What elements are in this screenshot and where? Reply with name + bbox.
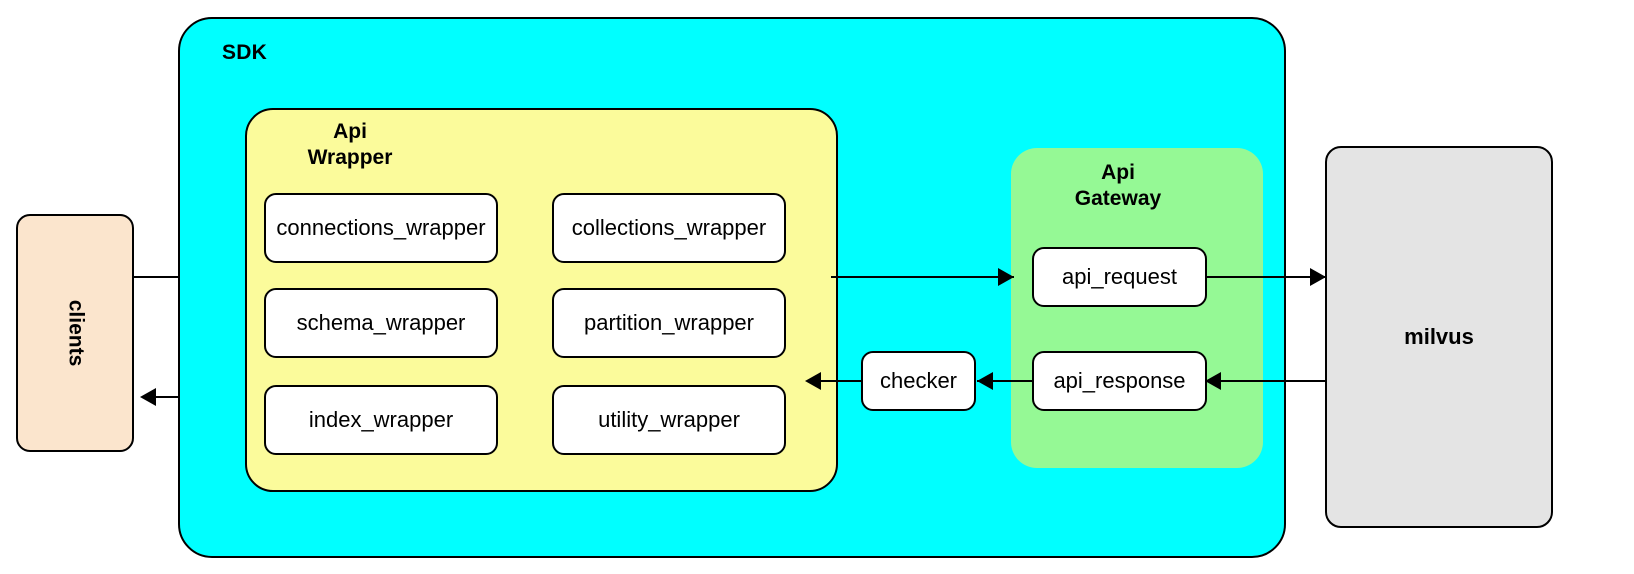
arrowhead-milvus-to-response-icon bbox=[1205, 372, 1221, 390]
edge-clients-to-sdk bbox=[134, 276, 220, 278]
api-request-node[interactable]: api_request bbox=[1032, 247, 1207, 307]
module-label: partition_wrapper bbox=[584, 309, 754, 335]
edge-milvus-to-response bbox=[1205, 380, 1327, 382]
api-gateway-label-line2: Gateway bbox=[1074, 186, 1162, 210]
clients-label: clients bbox=[64, 299, 87, 367]
api-gateway-container[interactable]: Api Gateway bbox=[1011, 148, 1263, 468]
edge-checker-to-wrapper bbox=[821, 380, 863, 382]
module-label: collections_wrapper bbox=[571, 214, 767, 240]
arrowhead-wrapper-to-gateway-icon bbox=[998, 268, 1014, 286]
arrowhead-request-to-milvus-icon bbox=[1310, 268, 1326, 286]
api-gateway-label: Api Gateway bbox=[1023, 160, 1213, 211]
api-response-node[interactable]: api_response bbox=[1032, 351, 1207, 411]
milvus-label: milvus bbox=[1404, 324, 1474, 349]
api-wrapper-label-line1: Api bbox=[333, 120, 367, 143]
module-collections-wrapper[interactable]: collections_wrapper bbox=[552, 193, 786, 263]
edge-request-to-milvus bbox=[1206, 276, 1326, 278]
sdk-label: SDK bbox=[222, 41, 267, 64]
module-index-wrapper[interactable]: index_wrapper bbox=[264, 385, 498, 455]
module-utility-wrapper[interactable]: utility_wrapper bbox=[552, 385, 786, 455]
arrowhead-response-to-checker-icon bbox=[977, 372, 993, 390]
module-connections-wrapper[interactable]: connections_wrapper bbox=[264, 193, 498, 263]
api-gateway-label-line1: Api bbox=[1101, 161, 1135, 184]
checker-node[interactable]: checker bbox=[861, 351, 976, 411]
clients-node[interactable]: clients bbox=[16, 214, 134, 452]
api-response-label: api_response bbox=[1053, 367, 1186, 393]
module-label: utility_wrapper bbox=[598, 406, 740, 432]
api-wrapper-label-line2: Wrapper bbox=[307, 145, 393, 169]
module-label: schema_wrapper bbox=[296, 309, 466, 335]
module-label: index_wrapper bbox=[308, 406, 454, 432]
edge-wrapper-to-gateway bbox=[831, 276, 1014, 278]
checker-label: checker bbox=[879, 367, 958, 393]
api-wrapper-label: Api Wrapper bbox=[285, 119, 415, 170]
arrowhead-checker-to-wrapper-icon bbox=[805, 372, 821, 390]
module-label: connections_wrapper bbox=[276, 214, 486, 240]
module-partition-wrapper[interactable]: partition_wrapper bbox=[552, 288, 786, 358]
milvus-node[interactable]: milvus bbox=[1325, 146, 1553, 528]
edge-response-to-checker bbox=[977, 380, 1034, 382]
api-request-label: api_request bbox=[1062, 263, 1177, 289]
arrowhead-sdk-to-clients-icon bbox=[140, 388, 156, 406]
module-schema-wrapper[interactable]: schema_wrapper bbox=[264, 288, 498, 358]
